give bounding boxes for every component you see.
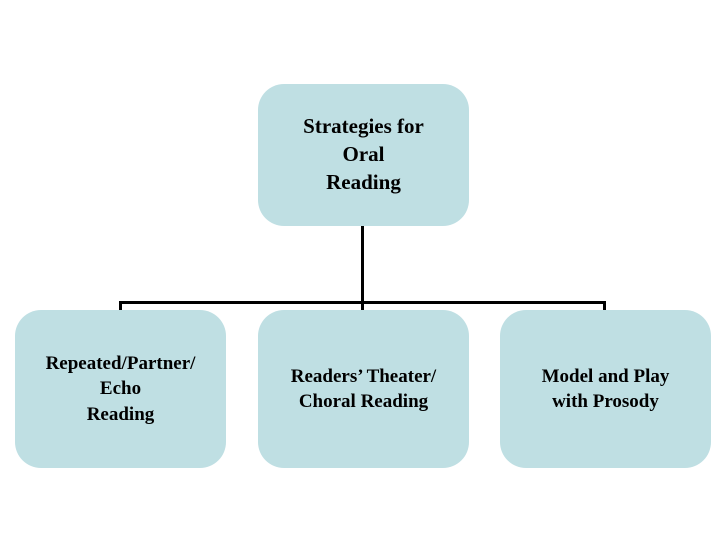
child-node-label: Readers’ Theater/ Choral Reading: [290, 365, 437, 412]
connector-root-stem: [361, 226, 364, 303]
child-node-readers-theater-choral-reading[interactable]: Readers’ Theater/ Choral Reading: [258, 310, 469, 468]
child-node-model-and-play-with-prosody[interactable]: Model and Play with Prosody: [500, 310, 711, 468]
child-node-label: Repeated/Partner/ Echo Reading: [45, 353, 196, 425]
root-node[interactable]: Strategies for Oral Reading: [258, 84, 469, 226]
connector-drop-left: [119, 301, 122, 313]
child-node-label: Model and Play with Prosody: [541, 365, 670, 412]
connector-drop-right: [603, 301, 606, 313]
root-node-label: Strategies for Oral Reading: [303, 114, 424, 194]
child-node-repeated-partner-echo-reading[interactable]: Repeated/Partner/ Echo Reading: [15, 310, 226, 468]
connector-drop-middle: [361, 301, 364, 313]
